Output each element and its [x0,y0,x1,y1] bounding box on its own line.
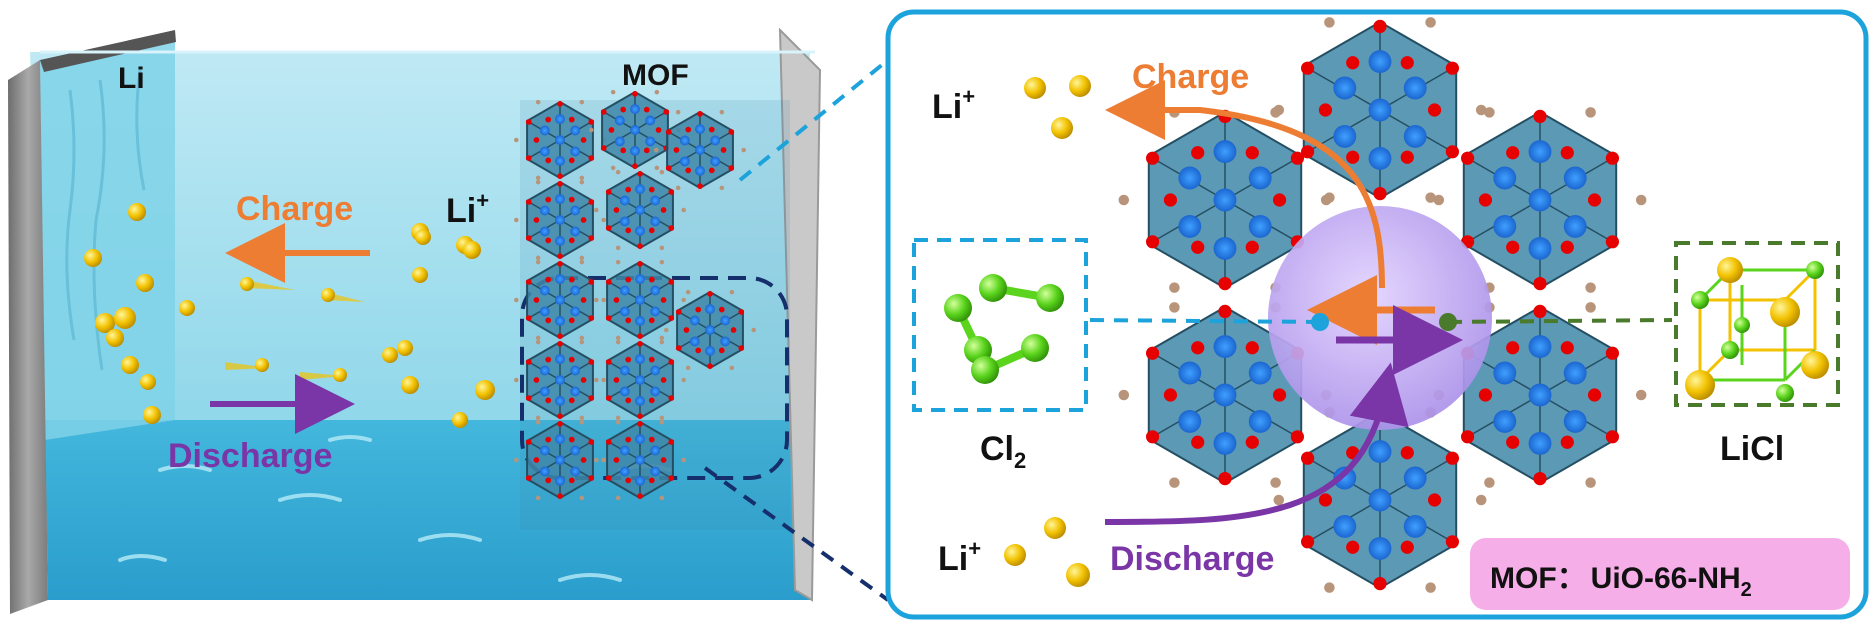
water-ripples [118,435,672,582]
right-discharge-label: Discharge [1110,540,1274,578]
mof-cluster-right-5 [1433,302,1647,488]
mof-cluster-left-6 [514,259,606,341]
licl-site-dot [1439,313,1457,331]
li-ions-right [1004,75,1091,587]
cl2-inset-box [912,238,1088,412]
mof-cluster-left-4 [514,179,606,261]
right-li-ion-top-label: Li+ [932,84,975,126]
right-charge-label: Charge [1132,58,1249,96]
mof-cluster-left-7 [594,259,686,341]
mof-name-badge-text: MOF：UiO-66-NH2 [1490,562,1752,601]
mof-cluster-right-6 [1273,407,1487,593]
right-li-ion-bottom-label: Li+ [938,536,981,578]
mof-cluster-left-1 [514,99,606,181]
mof-cluster-right-1 [1273,17,1487,203]
mof-label-left: MOF [622,59,689,92]
left-charge-label: Charge [236,190,353,228]
right-charge-arrow [1105,80,1385,289]
zoom-line-top [738,58,890,182]
mof-cluster-left-8 [514,339,606,421]
li-electrode-label: Li [118,62,145,95]
li-electrode-plate [8,60,48,614]
mof-cluster-right-3 [1433,107,1647,293]
cl2-label: Cl2 [980,430,1026,473]
licl-atoms [1685,257,1829,402]
cl2-molecules [944,274,1064,384]
left-li-ion-label: Li+ [446,188,489,230]
licl-connector [1447,318,1673,324]
mof-name-badge [1470,538,1850,610]
mof-cluster-right-4 [1118,302,1332,488]
mof-cluster-left-11 [594,419,686,501]
left-discharge-label: Discharge [168,437,332,475]
right-glass-wall [778,27,822,602]
mof-cluster-left-9 [594,339,686,421]
licl-label: LiCl [1720,430,1784,468]
mof-cluster-left-12 [664,289,756,371]
mof-cluster-left-5 [594,169,686,251]
zoom-line-bottom [703,466,890,602]
mof-cluster-left-3 [654,109,746,191]
licl-crystal [1698,268,1817,382]
mof-cluster-left-2 [589,89,681,171]
right-discharge-arrow [1104,362,1409,525]
li-ions-left [84,203,495,428]
mof-cluster-left-10 [514,419,606,501]
cl2-site-dot [1311,313,1329,331]
